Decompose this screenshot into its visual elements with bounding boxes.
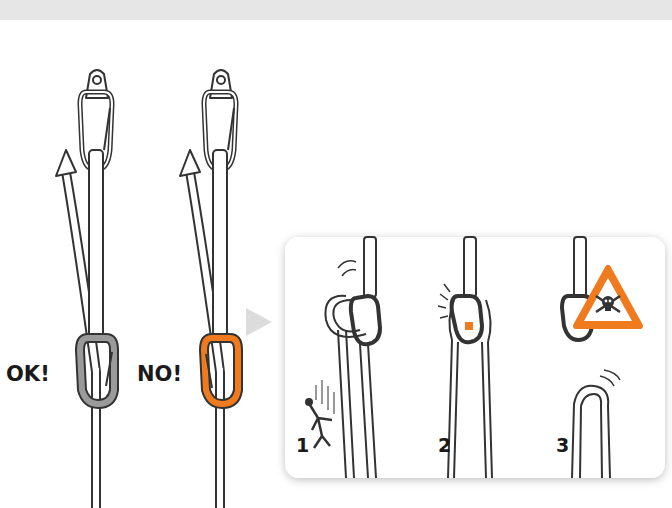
quickdraw-ok — [56, 70, 114, 508]
sequence-illustration — [306, 237, 620, 478]
pointer-arrow — [246, 308, 272, 336]
top-band — [0, 0, 672, 20]
callout-number: 2 — [438, 436, 451, 455]
status-label: NO! — [137, 364, 182, 385]
quickdraw-no — [180, 70, 238, 508]
status-label: OK! — [6, 364, 50, 385]
detail-panel — [285, 237, 665, 478]
callout-number: 3 — [556, 436, 569, 455]
callout-number: 1 — [296, 436, 309, 455]
danger-sign — [576, 268, 640, 326]
